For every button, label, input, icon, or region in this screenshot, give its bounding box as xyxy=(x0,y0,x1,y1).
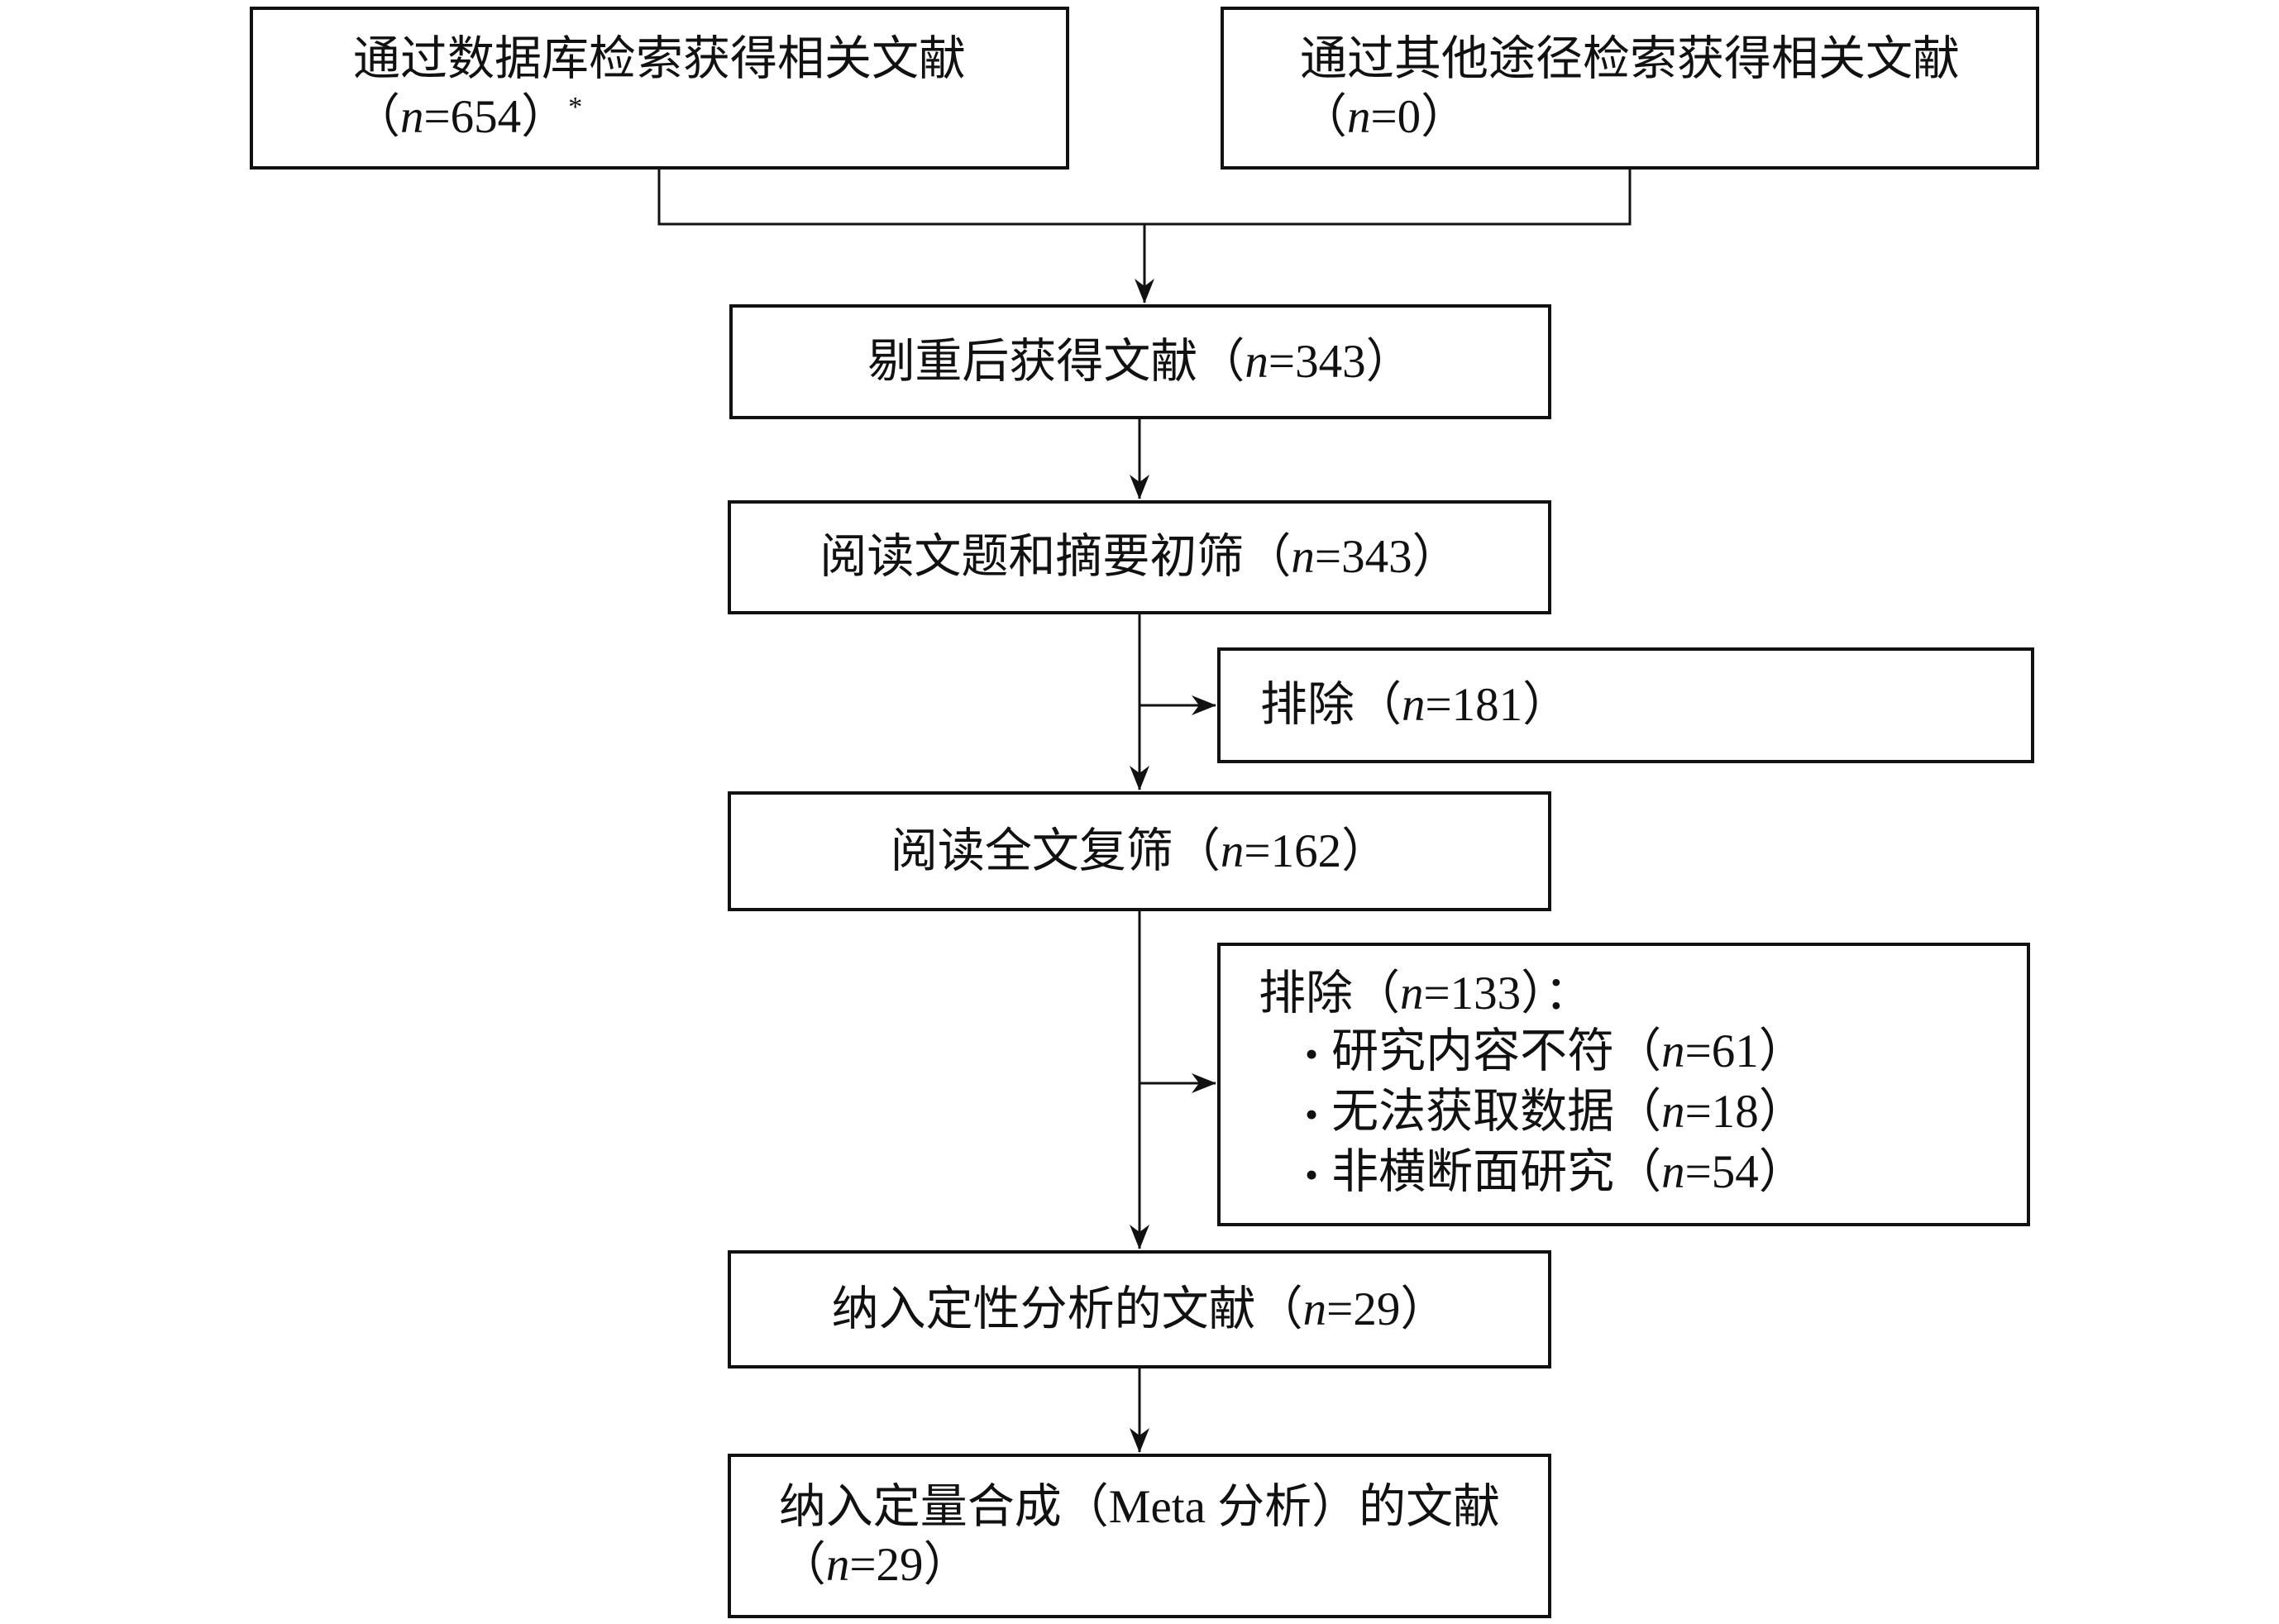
box-other-sources-search: 通过其他途径检索获得相关文献 （n=0） xyxy=(1221,7,2039,170)
box-quantitative-synthesis-text: 纳入定量合成（Meta 分析）的文献 （n=29） xyxy=(779,1478,1500,1594)
box-other-sources-line2: （n=0） xyxy=(1300,90,1469,143)
box-excluded-initial-text: 排除（n=181） xyxy=(1260,679,1570,731)
box-other-sources-search-text: 通过其他途径检索获得相关文献 （n=0） xyxy=(1300,31,1960,146)
box-fulltext-screening-text: 阅读全文复筛（n=162） xyxy=(890,824,1389,877)
excluded-reason-row: • 非横断面研究（n=54） xyxy=(1305,1144,2027,1204)
box-title-abstract-screening: 阅读文题和摘要初筛（n=343） xyxy=(728,500,1551,614)
box-after-deduplication-text: 剔重后获得文献（n=343） xyxy=(867,335,1413,388)
box-database-search-line1: 通过数据库检索获得相关文献 xyxy=(353,32,966,85)
box-excluded-fulltext-content: 排除（n=133）： • 研究内容不符（n=61） • 无法获取数据（n=18）… xyxy=(1221,965,2027,1204)
excluded-reason-content-mismatch: 研究内容不符（n=61） xyxy=(1331,1025,1806,1077)
box-quantitative-synthesis: 纳入定量合成（Meta 分析）的文献 （n=29） xyxy=(728,1454,1551,1618)
box-quantitative-line1: 纳入定量合成（Meta 分析）的文献 xyxy=(778,1480,1501,1533)
box-excluded-fulltext: 排除（n=133）： • 研究内容不符（n=61） • 无法获取数据（n=18）… xyxy=(1217,943,2030,1226)
box-fulltext-screening: 阅读全文复筛（n=162） xyxy=(728,791,1551,911)
box-quantitative-line2: （n=29） xyxy=(778,1538,971,1591)
box-database-search: 通过数据库检索获得相关文献 （n=654）* xyxy=(250,7,1069,170)
box-after-deduplication: 剔重后获得文献（n=343） xyxy=(729,304,1551,419)
bullet-icon: • xyxy=(1305,1033,1319,1075)
excluded-reason-row: • 研究内容不符（n=61） xyxy=(1305,1023,2027,1083)
box-other-sources-line1: 通过其他途径检索获得相关文献 xyxy=(1300,32,1960,85)
excluded-fulltext-heading: 排除（n=133）： xyxy=(1259,967,1592,1020)
box-qualitative-analysis-text: 纳入定性分析的文献（n=29） xyxy=(831,1282,1448,1335)
merge-bracket xyxy=(657,170,1632,226)
excluded-reason-no-data: 无法获取数据（n=18） xyxy=(1331,1086,1806,1138)
bullet-icon: • xyxy=(1305,1154,1319,1196)
box-database-search-line2: （n=654）* xyxy=(353,90,583,143)
excluded-reason-not-cross-sectional: 非横断面研究（n=54） xyxy=(1331,1146,1806,1198)
box-excluded-initial: 排除（n=181） xyxy=(1217,647,2034,763)
bullet-icon: • xyxy=(1305,1093,1319,1135)
excluded-reason-row: • 无法获取数据（n=18） xyxy=(1305,1083,2027,1144)
box-database-search-text: 通过数据库检索获得相关文献 （n=654）* xyxy=(353,31,966,146)
box-qualitative-analysis: 纳入定性分析的文献（n=29） xyxy=(728,1250,1551,1368)
box-title-abstract-screening-text: 阅读文题和摘要初筛（n=343） xyxy=(819,531,1460,583)
